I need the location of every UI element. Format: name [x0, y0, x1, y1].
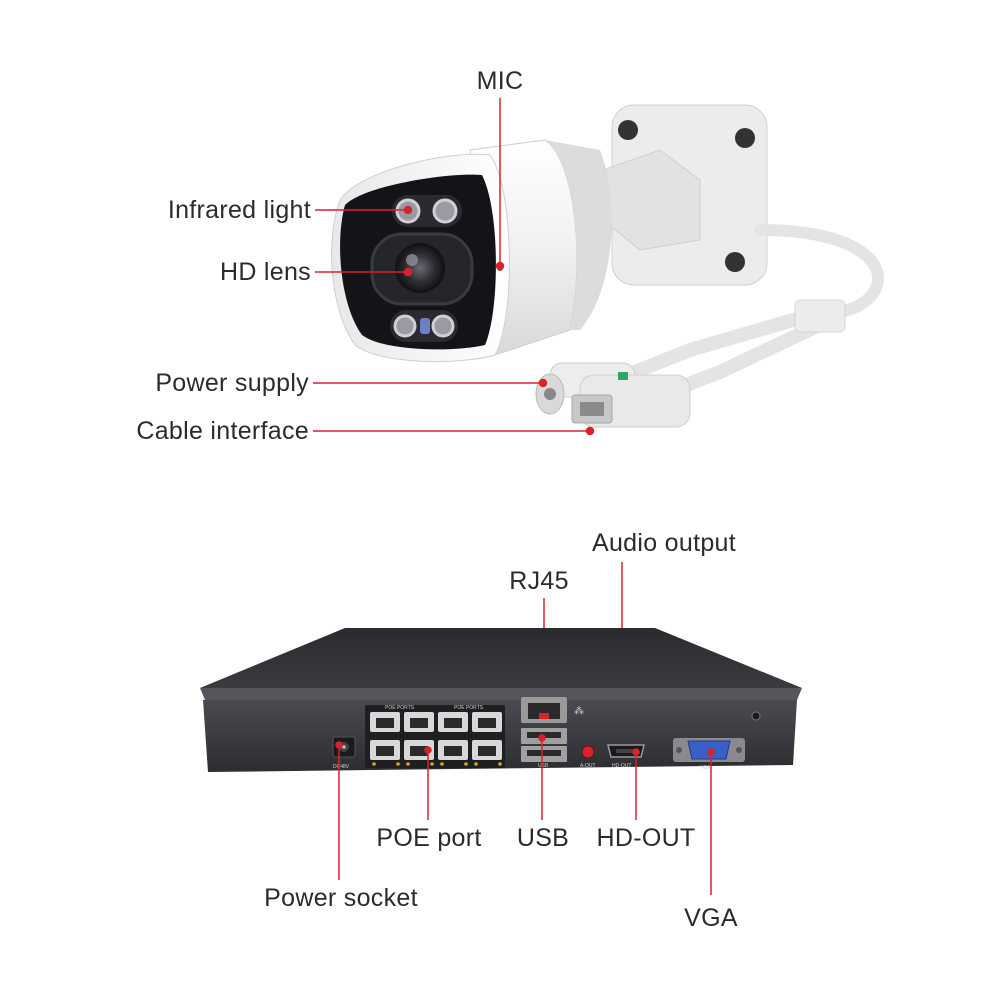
nvr-top: [200, 628, 802, 688]
cable-junction: [794, 299, 846, 333]
panel-mark-dc: DC48V: [333, 764, 350, 770]
panel-mark-aout: A-OUT: [580, 763, 596, 769]
label-rj45: RJ45: [509, 567, 569, 595]
poe-port-block: [365, 705, 505, 768]
label-poe-port: POE port: [376, 824, 482, 852]
label-usb: USB: [516, 824, 570, 852]
panel-mark-vga: VGA: [700, 765, 711, 771]
audio-output-jack: [581, 745, 595, 759]
nvr-edge: [200, 688, 802, 700]
label-power-socket: Power socket: [264, 884, 418, 912]
leader-dot-vga: [707, 748, 715, 756]
hd-lens: [370, 232, 474, 306]
label-vga: VGA: [684, 904, 738, 932]
label-hd-lens: HD lens: [219, 258, 311, 286]
label-infrared-light: Infrared light: [167, 196, 311, 224]
leader-dot-infrared: [403, 205, 413, 215]
leader-dot-mic: [495, 261, 505, 271]
label-audio-output: Audio output: [592, 529, 736, 557]
infrared-led-top: [392, 195, 462, 227]
leader-dot-hd-out: [632, 748, 640, 756]
label-mic: MIC: [476, 67, 524, 95]
rj45-port: [521, 697, 567, 723]
nvr-illustration: POE PORTS POE PORTS DC48V ⁂ USB A-OUT: [200, 628, 802, 772]
nvr-leaders: [335, 562, 715, 895]
leader-dot-lens: [403, 267, 413, 277]
panel-mark-hdout: HD-OUT: [612, 763, 631, 769]
leader-dot-usb: [538, 734, 546, 742]
label-power-supply: Power supply: [155, 369, 309, 397]
panel-mark-poe-left: POE PORTS: [385, 705, 415, 711]
infrared-led-bottom: [390, 310, 458, 342]
cable: [754, 224, 885, 318]
camera-illustration: [331, 104, 885, 428]
leader-dot-power-socket: [335, 741, 343, 749]
panel-mark-poe-right: POE PORTS: [454, 705, 484, 711]
leader-dot-poe-port: [424, 746, 432, 754]
panel-mark-usb: USB: [538, 763, 549, 769]
camera-body-rear: [545, 140, 612, 330]
leader-dot-power-supply: [538, 378, 548, 388]
label-cable-interface: Cable interface: [136, 417, 309, 445]
cable-split-power: [617, 311, 802, 385]
network-icon: ⁂: [574, 706, 584, 717]
led-indicator: [751, 711, 761, 721]
leader-dot-cable-interface: [585, 426, 595, 436]
rj45-connector: [571, 372, 691, 428]
label-hd-out: HD-OUT: [596, 824, 696, 852]
camera-leaders: [313, 98, 595, 436]
